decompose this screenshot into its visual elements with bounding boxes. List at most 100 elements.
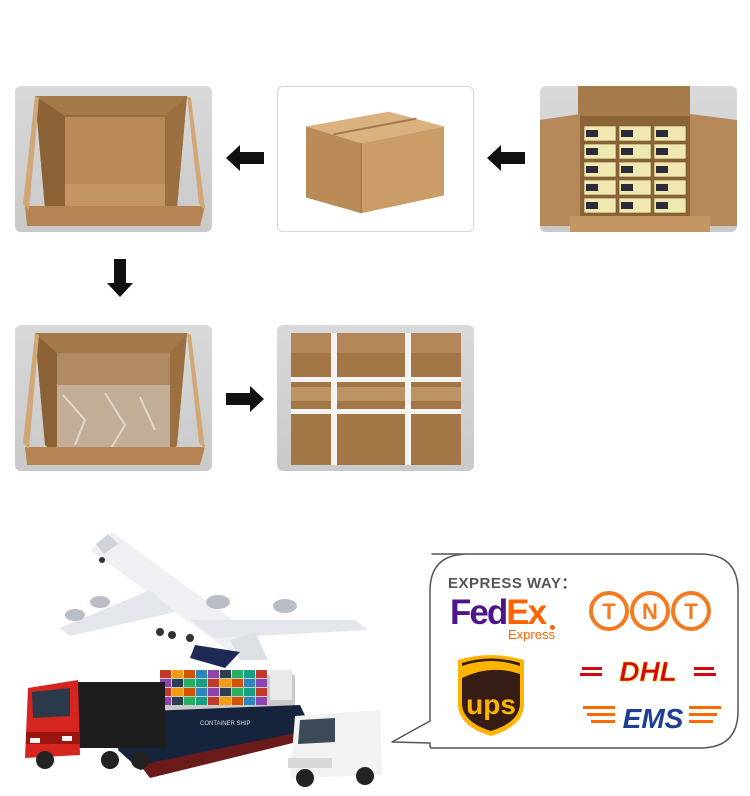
ship-container xyxy=(184,679,195,687)
ship-container xyxy=(172,679,183,687)
product-carton xyxy=(583,143,617,160)
ship-container xyxy=(172,670,183,678)
arrow-right-icon xyxy=(226,386,264,412)
ship-container xyxy=(220,688,231,696)
product-carton-print xyxy=(621,130,633,137)
ship-container xyxy=(208,679,219,687)
product-carton xyxy=(583,125,617,142)
fedex-logo-express: Express xyxy=(508,627,555,642)
photo-closed-box xyxy=(277,86,474,232)
product-carton xyxy=(618,197,652,214)
ship-container xyxy=(220,679,231,687)
ship-container xyxy=(232,679,243,687)
packed-products-illustration xyxy=(540,86,737,232)
product-carton-print xyxy=(621,148,633,155)
ship-container xyxy=(172,688,183,696)
ship-container xyxy=(220,697,231,705)
ship-container xyxy=(256,670,267,678)
fedex-logo-fed: Fed xyxy=(450,593,508,632)
empty-box-illustration xyxy=(23,96,205,226)
arrow-down-icon xyxy=(107,259,133,297)
ship-container xyxy=(208,688,219,696)
product-carton xyxy=(653,143,687,160)
ship-container xyxy=(256,679,267,687)
red-truck xyxy=(25,680,165,769)
dhl-logo: DHL xyxy=(578,655,718,687)
photo-box-with-products xyxy=(540,86,737,232)
ship-container xyxy=(256,697,267,705)
ups-text: ups xyxy=(466,689,516,720)
tnt-letter-1: T xyxy=(602,599,616,624)
ship-container xyxy=(184,697,195,705)
product-carton-print xyxy=(586,148,598,155)
ship-label: CONTAINER SHIP xyxy=(200,721,251,727)
fedex-logo-ex: Ex xyxy=(506,593,547,632)
ship-container xyxy=(220,670,231,678)
strapped-box-illustration xyxy=(291,333,461,465)
ship-container xyxy=(232,697,243,705)
product-carton-print xyxy=(586,202,598,209)
transport-vehicles: CONTAINER SHIP xyxy=(25,532,382,787)
ship-container xyxy=(232,670,243,678)
ship-container xyxy=(244,697,255,705)
tnt-logo: T N T xyxy=(589,591,711,631)
product-carton xyxy=(618,179,652,196)
product-carton xyxy=(618,143,652,160)
ups-logo: ups xyxy=(458,655,524,736)
product-carton-print xyxy=(586,130,598,137)
tnt-letter-3: T xyxy=(684,599,698,624)
ship-container xyxy=(160,670,171,678)
transport-illustration: CONTAINER SHIP xyxy=(0,520,420,796)
photo-empty-open-box xyxy=(15,86,212,232)
ship-container xyxy=(256,688,267,696)
product-carton-print xyxy=(656,148,668,155)
fedex-logo: FedEx Express xyxy=(450,593,580,645)
product-carton-print xyxy=(586,166,598,173)
ship-container xyxy=(196,679,207,687)
fedex-registered-mark xyxy=(550,625,555,630)
ship-container xyxy=(184,670,195,678)
product-carton xyxy=(583,179,617,196)
tnt-letter-2: N xyxy=(642,599,658,624)
product-carton-print xyxy=(621,202,633,209)
ship-container xyxy=(184,688,195,696)
closed-box-illustration xyxy=(305,111,445,214)
arrow-left-icon xyxy=(487,145,525,171)
product-carton-print xyxy=(656,166,668,173)
product-carton xyxy=(618,125,652,142)
ship-container xyxy=(196,688,207,696)
product-carton-print xyxy=(656,202,668,209)
photo-box-with-plastic-liner xyxy=(15,325,212,471)
ship-container xyxy=(232,688,243,696)
ship-container xyxy=(160,688,171,696)
product-carton xyxy=(653,125,687,142)
ship-container xyxy=(172,697,183,705)
container-ship: CONTAINER SHIP xyxy=(118,670,312,778)
product-carton-print xyxy=(586,184,598,191)
ship-container xyxy=(208,670,219,678)
product-carton xyxy=(583,197,617,214)
product-carton-print xyxy=(656,184,668,191)
ems-logo: EMS xyxy=(583,703,721,734)
ship-container xyxy=(208,697,219,705)
ship-container xyxy=(160,679,171,687)
product-carton xyxy=(653,197,687,214)
ship-container xyxy=(244,679,255,687)
product-carton-print xyxy=(621,166,633,173)
white-van xyxy=(288,710,382,787)
airplane xyxy=(60,532,368,668)
lined-box-illustration xyxy=(23,333,205,465)
product-carton xyxy=(583,161,617,178)
product-carton-print xyxy=(621,184,633,191)
arrow-left-icon xyxy=(226,145,264,171)
product-carton xyxy=(618,161,652,178)
ems-text: EMS xyxy=(623,703,684,734)
product-carton-print xyxy=(656,130,668,137)
ship-container xyxy=(244,688,255,696)
ship-container xyxy=(244,670,255,678)
photo-strapped-box xyxy=(277,325,474,471)
express-way-title: EXPRESS WAY： xyxy=(448,575,577,592)
ship-container xyxy=(196,670,207,678)
product-carton xyxy=(653,179,687,196)
ship-container xyxy=(160,697,171,705)
